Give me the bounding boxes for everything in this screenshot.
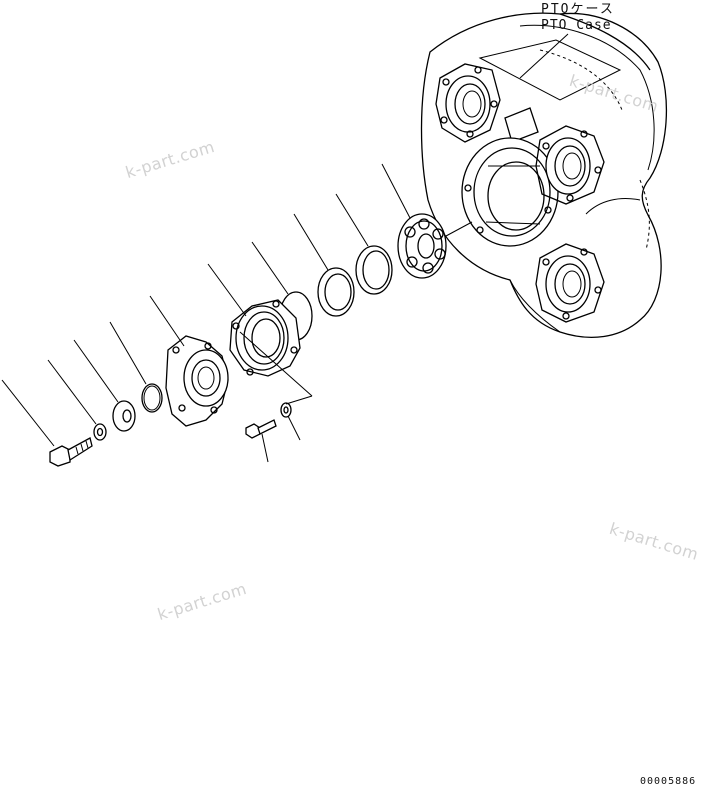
- flange: [165, 335, 229, 427]
- case-label-en: PTO Case: [541, 18, 612, 33]
- bolt: [49, 437, 93, 467]
- diagram-number: 00005886: [640, 776, 697, 787]
- o-ring: [141, 383, 163, 413]
- cage-washer: [280, 402, 292, 418]
- bearing-cage: [229, 299, 301, 377]
- cage-bolt: [245, 419, 277, 439]
- bearing: [397, 213, 473, 279]
- case-label-jp: PTOケース: [541, 2, 615, 17]
- main-bore: [461, 137, 559, 247]
- snap-ring: [317, 267, 355, 317]
- upper-left-bore: [435, 63, 501, 143]
- leader-lines: [1, 163, 411, 463]
- spacer: [355, 245, 393, 295]
- lower-right-bore: [535, 243, 605, 323]
- washer-plate: [112, 400, 136, 432]
- pto-case: [420, 12, 668, 338]
- right-bore: [535, 125, 605, 205]
- washer: [93, 423, 107, 441]
